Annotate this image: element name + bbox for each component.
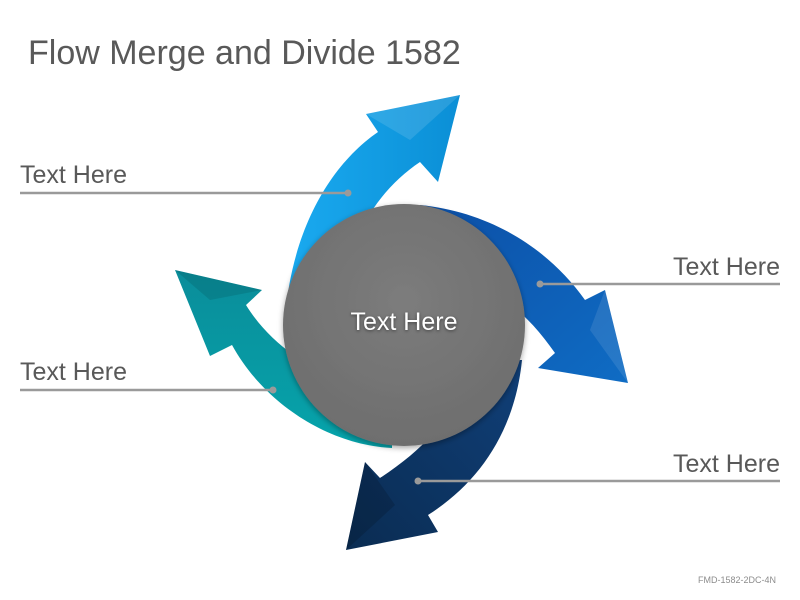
callout-label-right-upper: Text Here [673,253,780,281]
callout-right-lower [414,477,780,485]
callout-right-upper [536,280,780,288]
page-title: Flow Merge and Divide 1582 [28,34,461,72]
callout-label-left-lower: Text Here [20,358,127,386]
callout-top-left [20,189,352,197]
callout-left-lower [20,386,277,394]
arrow-right-highlight [590,290,628,383]
center-label: Text Here [350,308,458,336]
arrow-bottom-highlight [346,462,395,550]
footer-code: FMD-1582-2DC-4N [697,575,776,585]
arrow-left-highlight [175,270,262,300]
callout-label-top-left: Text Here [20,161,127,189]
arrow-top-highlight [366,95,460,140]
callout-label-right-lower: Text Here [673,450,780,478]
center-circle [283,204,525,446]
